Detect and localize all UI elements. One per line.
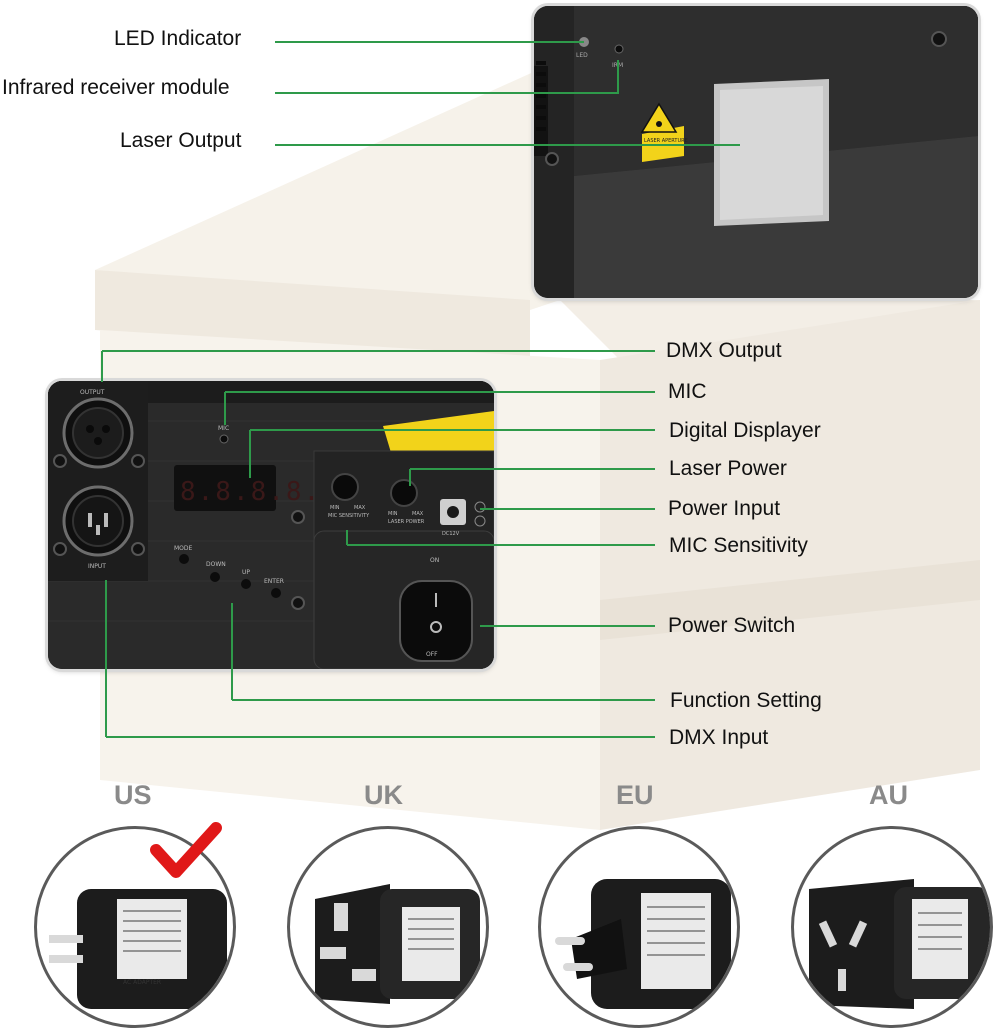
uk-plug-option[interactable]	[287, 826, 489, 1028]
laser-warning-sticker-text: LASER APERTURE	[644, 138, 688, 144]
mic-sensitivity-label: MIC Sensitivity	[669, 534, 808, 557]
selected-check-icon	[150, 822, 222, 878]
power-input-label: Power Input	[668, 497, 781, 520]
digital-display: 8.8.8.8.	[180, 477, 322, 507]
input-mark: INPUT	[88, 563, 106, 570]
rear-device-panel: OUTPUT INPUT MIC 8.8.8.8. MODE DOWN UP E…	[48, 381, 494, 669]
mode-button-label: MODE	[174, 545, 193, 552]
switch-off-mark: OFF	[426, 651, 438, 658]
infrared-receiver-label: Infrared receiver module	[2, 76, 230, 99]
plug-title-eu: EU	[616, 780, 654, 810]
au-adapter-icon	[809, 879, 990, 1009]
function-setting-label: Function Setting	[670, 689, 822, 712]
mic-label: MIC	[668, 380, 707, 403]
enter-button-label: ENTER	[264, 578, 284, 585]
eu-plug-option[interactable]	[538, 826, 740, 1028]
laser-power-label: Laser Power	[669, 457, 787, 480]
knob1-min-label: MIN	[330, 505, 340, 511]
down-button-label: DOWN	[206, 561, 226, 568]
eu-adapter-icon	[555, 879, 731, 1009]
mic-sensitivity-knob-label: MIC SENSITIVITY	[328, 513, 370, 519]
ir-mark: IRM	[612, 62, 624, 69]
led-indicator-label: LED Indicator	[114, 27, 242, 50]
power-switch-label: Power Switch	[668, 614, 796, 637]
digital-displayer-label: Digital Displayer	[669, 419, 821, 442]
au-plug-option[interactable]	[791, 826, 993, 1028]
mic-mark: MIC	[218, 425, 230, 432]
us-adapter-icon	[49, 889, 227, 1009]
plug-title-uk: UK	[364, 780, 403, 810]
knob2-max-label: MAX	[412, 511, 424, 517]
rear-device-illustration	[48, 381, 494, 669]
uk-adapter-icon	[315, 884, 480, 1004]
front-device-panel: LED IRM LASER APERTURE	[534, 6, 978, 298]
dmx-input-label: DMX Input	[669, 726, 769, 749]
switch-on-mark: ON	[430, 557, 440, 564]
us-plug-option[interactable]: AC ADAPTER	[34, 826, 236, 1028]
dc-input-mark: DC12V	[442, 531, 460, 537]
front-device-illustration	[534, 6, 978, 298]
laser-output-label: Laser Output	[120, 129, 242, 152]
dmx-output-label: DMX Output	[666, 339, 782, 362]
plug-title-us: US	[114, 780, 152, 810]
us-adapter-mark: AC ADAPTER	[123, 979, 162, 986]
plug-title-au: AU	[869, 780, 908, 810]
led-mark: LED	[576, 52, 588, 59]
knob1-max-label: MAX	[354, 505, 366, 511]
knob2-min-label: MIN	[388, 511, 398, 517]
laser-power-knob-label: LASER POWER	[388, 519, 425, 525]
output-mark: OUTPUT	[80, 389, 105, 396]
up-button-label: UP	[242, 569, 251, 576]
